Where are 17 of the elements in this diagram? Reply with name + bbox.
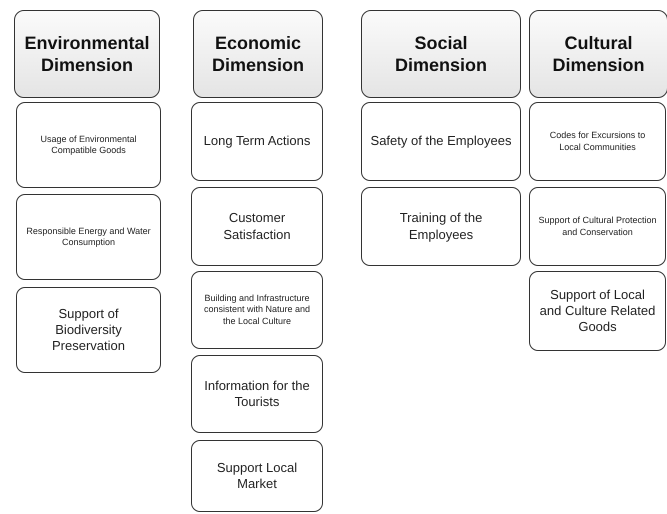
dimension-header-box: Environmental Dimension [14, 10, 160, 98]
dimension-header-box: Cultural Dimension [529, 10, 667, 98]
dimension-header-box: Economic Dimension [193, 10, 323, 98]
criterion-box: Building and Infrastructure consistent with Nature and the Local Culture [191, 271, 323, 349]
criterion-box: Training of the Employees [361, 187, 521, 266]
criterion-box: Codes for Excursions to Local Communities [529, 102, 666, 181]
criterion-box: Support of Local and Culture Related Goods [529, 271, 666, 351]
criterion-box: Support of Biodiversity Preservation [16, 287, 161, 373]
criterion-box: Customer Satisfaction [191, 187, 323, 266]
criterion-box: Information for the Tourists [191, 355, 323, 433]
criterion-box: Responsible Energy and Water Consumption [16, 194, 161, 280]
criterion-box: Safety of the Employees [361, 102, 521, 181]
criterion-box: Support of Cultural Protection and Conservation [529, 187, 666, 266]
criterion-box: Support Local Market [191, 440, 323, 512]
criterion-box: Long Term Actions [191, 102, 323, 181]
criterion-box: Usage of Environmental Compatible Goods [16, 102, 161, 188]
dimension-header-box: Social Dimension [361, 10, 521, 98]
